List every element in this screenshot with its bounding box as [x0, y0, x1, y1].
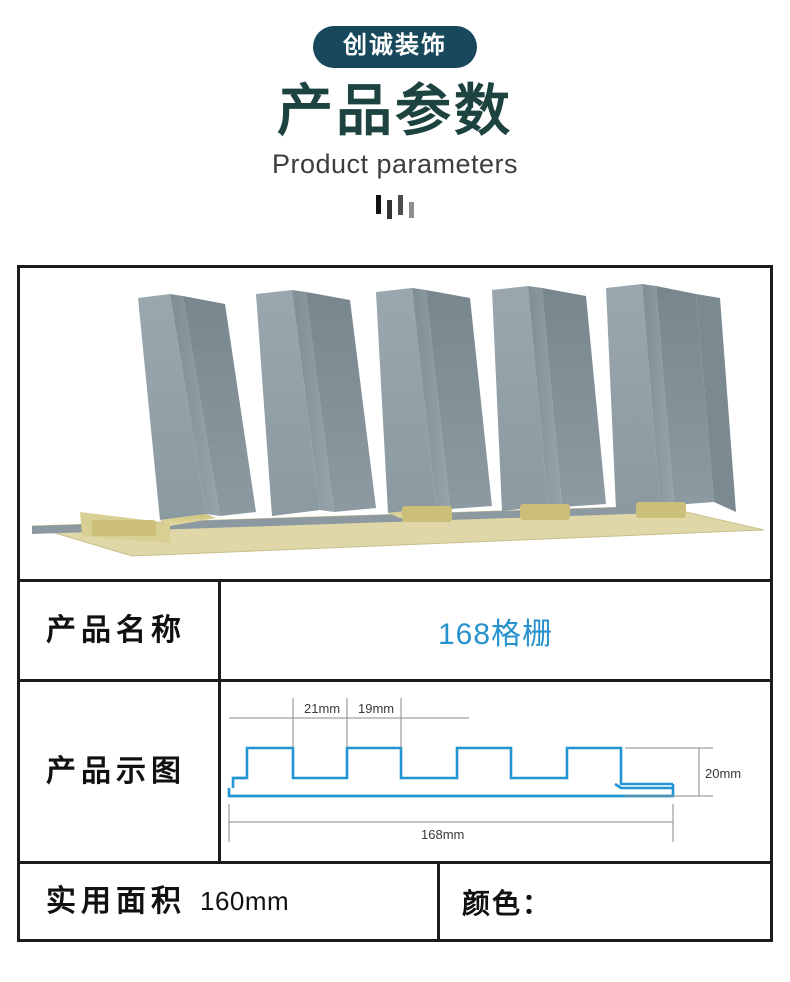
product-name-value: 168格栅 — [437, 617, 554, 651]
technical-drawing-svg: 21mm 19mm 20mm — [227, 698, 741, 842]
table-row-product-diagram: 产品示图 — [20, 682, 770, 864]
product-photo — [20, 268, 770, 579]
dim-gap-width-text: 19mm — [358, 701, 394, 716]
divider-bar-2 — [387, 199, 392, 219]
usable-area-value: 160mm — [200, 886, 290, 916]
table-row-usable-area: 实用面积 160mm 颜色： — [20, 864, 770, 939]
page-header: 创诚装饰 产品参数 Product parameters — [0, 0, 790, 224]
cell-color: 颜色： — [440, 864, 770, 939]
cell-usable-area: 实用面积 160mm — [20, 864, 440, 939]
divider-bar-3 — [398, 194, 403, 215]
divider-bar-1 — [376, 194, 381, 214]
table-row-product-name: 产品名称 168格栅 — [20, 582, 770, 682]
dim-thickness-text: 20mm — [705, 766, 741, 781]
cell-value-product-name: 168格栅 — [221, 582, 770, 679]
dim-total-width-text: 168mm — [421, 827, 464, 842]
decorative-bars-divider — [0, 194, 790, 224]
cell-value-product-diagram: 21mm 19mm 20mm — [221, 682, 773, 861]
brand-badge: 创诚装饰 — [313, 26, 477, 68]
color-label: 颜色： — [462, 887, 553, 919]
cell-label-product-name: 产品名称 — [20, 582, 221, 679]
usable-area-label: 实用面积 — [46, 884, 186, 918]
dim-flute-width-text: 21mm — [304, 701, 340, 716]
product-diagram-label: 产品示图 — [46, 754, 186, 788]
page-title: 产品参数 — [277, 79, 513, 142]
cell-label-product-diagram: 产品示图 — [20, 682, 221, 861]
product-name-label: 产品名称 — [46, 613, 186, 647]
table-row-photo — [20, 268, 770, 582]
product-photo-illustration — [31, 284, 765, 557]
spec-table: 产品名称 168格栅 产品示图 — [17, 265, 773, 942]
technical-drawing: 21mm 19mm 20mm — [221, 682, 773, 861]
divider-bar-4 — [409, 201, 414, 218]
page-subtitle: Product parameters — [271, 148, 519, 179]
